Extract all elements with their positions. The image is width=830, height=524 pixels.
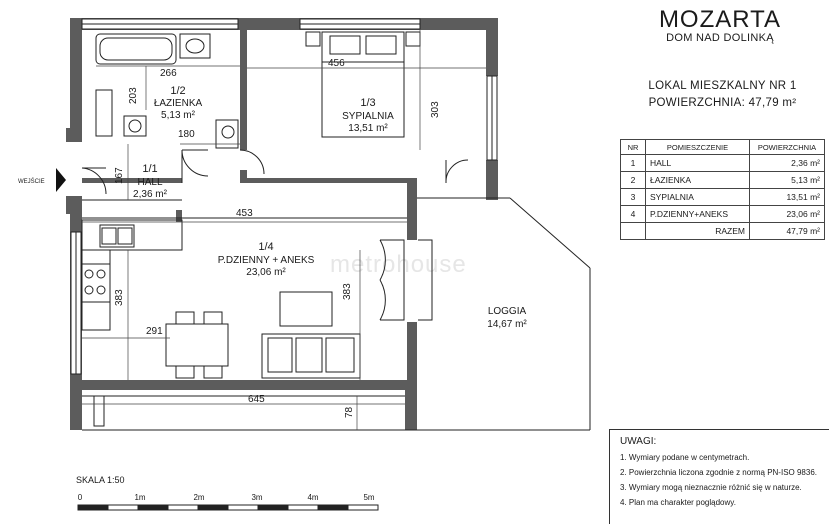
dim-453: 453 bbox=[236, 208, 253, 219]
area-table: NR POMIESZCZENIE POWIERZCHNIA 1 HALL 2,3… bbox=[620, 139, 825, 240]
room-number-hall: 1/1 bbox=[142, 163, 157, 175]
table-header-area: POWIERZCHNIA bbox=[749, 139, 825, 155]
room-name-living: P.DZIENNY + ANEKS bbox=[218, 255, 315, 266]
table-cell: 2,36 m² bbox=[749, 154, 825, 172]
room-number-living: 1/4 bbox=[258, 241, 273, 253]
room-name-bathroom: ŁAZIENKA bbox=[154, 98, 203, 109]
table-cell: 4 bbox=[620, 205, 646, 223]
table-cell: HALL bbox=[645, 154, 750, 172]
dim-383-left: 383 bbox=[114, 289, 125, 306]
notes-box: UWAGI: 1. Wymiary podane w centymetrach.… bbox=[609, 429, 829, 524]
coffee-table bbox=[279, 291, 333, 327]
table-row: 1 HALL 2,36 m² bbox=[620, 154, 825, 172]
scale-tick-3: 3m bbox=[251, 493, 262, 502]
room-number-bedroom: 1/3 bbox=[360, 97, 375, 109]
brand-block: MOZARTA DOM NAD DOLINKĄ bbox=[655, 6, 785, 44]
table-cell: 3 bbox=[620, 188, 646, 206]
bed bbox=[305, 31, 421, 138]
table-cell: 2 bbox=[620, 171, 646, 189]
dim-303: 303 bbox=[430, 101, 441, 118]
table-cell: P.DZIENNY+ANEKS bbox=[645, 205, 750, 223]
note-item: 4. Plan ma charakter poglądowy. bbox=[620, 498, 736, 507]
dim-645: 645 bbox=[248, 394, 265, 405]
dim-180: 180 bbox=[178, 129, 195, 140]
washbasin bbox=[179, 33, 211, 59]
dim-167: 167 bbox=[114, 167, 125, 184]
dining-table bbox=[165, 323, 229, 367]
room-name-bedroom: SYPIALNIA bbox=[342, 111, 394, 122]
dim-203: 203 bbox=[128, 87, 139, 104]
table-header-row: NR POMIESZCZENIE POWIERZCHNIA bbox=[620, 139, 825, 155]
watermark: metrohouse bbox=[330, 251, 467, 278]
room-number-bathroom: 1/2 bbox=[170, 85, 185, 97]
table-header-nr: NR bbox=[620, 139, 646, 155]
unit-info: LOKAL MIESZKALNY NR 1 POWIERZCHNIA: 47,7… bbox=[635, 78, 810, 112]
room-name-hall: HALL bbox=[137, 177, 162, 188]
table-row: 3 SYPIALNIA 13,51 m² bbox=[620, 188, 825, 206]
sofa bbox=[261, 333, 361, 379]
table-cell: ŁAZIENKA bbox=[645, 171, 750, 189]
table-total-row: RAZEM 47,79 m² bbox=[620, 222, 825, 240]
note-item: 1. Wymiary podane w centymetrach. bbox=[620, 453, 750, 462]
entrance-arrow-icon bbox=[56, 168, 66, 192]
room-area-bedroom: 13,51 m² bbox=[348, 123, 388, 134]
scale-tick-1: 1m bbox=[134, 493, 145, 502]
scale-label: SKALA 1:50 bbox=[76, 475, 125, 485]
table-header-room: POMIESZCZENIE bbox=[645, 139, 750, 155]
bathroom-fixtures bbox=[95, 33, 239, 149]
doors bbox=[81, 149, 469, 427]
table-cell: 5,13 m² bbox=[749, 171, 825, 189]
room-area-living: 23,06 m² bbox=[246, 267, 286, 278]
dim-78: 78 bbox=[344, 406, 355, 418]
scale-tick-0: 0 bbox=[78, 493, 83, 502]
dim-266: 266 bbox=[160, 68, 177, 79]
table-row: 4 P.DZIENNY+ANEKS 23,06 m² bbox=[620, 205, 825, 223]
dimension-lines bbox=[82, 30, 486, 430]
table-cell: SYPIALNIA bbox=[645, 188, 750, 206]
brand-title: MOZARTA bbox=[658, 6, 782, 33]
windows bbox=[70, 18, 498, 375]
internal-lines bbox=[82, 150, 591, 431]
scale-bar bbox=[77, 504, 379, 511]
table-row: 2 ŁAZIENKA 5,13 m² bbox=[620, 171, 825, 189]
entrance-label: WEJŚCIE bbox=[18, 177, 45, 185]
room-area-hall: 2,36 m² bbox=[133, 189, 168, 200]
toilet bbox=[215, 119, 239, 149]
kitchen bbox=[81, 219, 183, 331]
room-area-loggia: 14,67 m² bbox=[487, 319, 527, 330]
washing-machine bbox=[95, 89, 113, 137]
dim-291: 291 bbox=[146, 326, 163, 337]
walls bbox=[66, 18, 498, 430]
scale-tick-5: 5m bbox=[363, 493, 374, 502]
table-cell: 13,51 m² bbox=[749, 188, 825, 206]
room-area-bathroom: 5,13 m² bbox=[161, 110, 196, 121]
note-item: 2. Powierzchnia liczona zgodnie z normą … bbox=[620, 468, 817, 477]
furniture bbox=[165, 291, 361, 379]
notes-title: UWAGI: bbox=[620, 436, 657, 447]
note-item: 3. Wymiary mogą nieznacznie różnić się w… bbox=[620, 483, 802, 492]
table-total-label: RAZEM bbox=[645, 222, 750, 240]
table-cell: 1 bbox=[620, 154, 646, 172]
unit-area: POWIERZCHNIA: 47,79 m² bbox=[648, 97, 797, 109]
table-total-value: 47,79 m² bbox=[749, 222, 825, 240]
dim-456: 456 bbox=[328, 58, 345, 69]
unit-name: LOKAL MIESZKALNY NR 1 bbox=[648, 80, 797, 92]
scale-tick-2: 2m bbox=[193, 493, 204, 502]
bathtub bbox=[95, 33, 177, 65]
floor-plan: metrohouse bbox=[18, 18, 591, 511]
dim-383-right: 383 bbox=[342, 283, 353, 300]
table-cell: 23,06 m² bbox=[749, 205, 825, 223]
room-name-loggia: LOGGIA bbox=[488, 306, 527, 317]
brand-subtitle: DOM NAD DOLINKĄ bbox=[666, 32, 774, 44]
scale-tick-4: 4m bbox=[307, 493, 318, 502]
